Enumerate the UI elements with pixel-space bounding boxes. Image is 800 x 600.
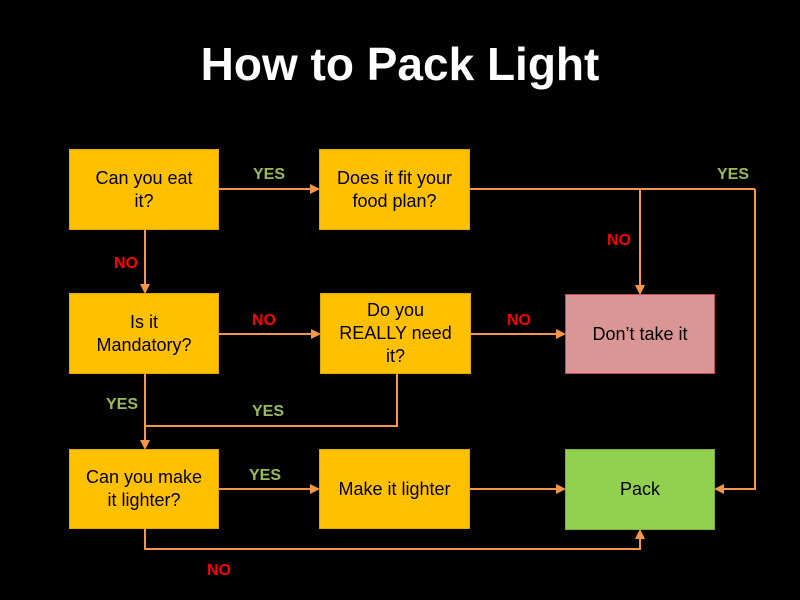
node-mandatory: Is it Mandatory? [69, 293, 219, 374]
connector-fit-plan-to-pack [714, 189, 756, 494]
edge-label-mandatory-no: NO [252, 312, 276, 329]
edge-label-fit-plan-yes: YES [717, 166, 750, 183]
connector-really-need-to-make-lighter-q [145, 374, 398, 427]
node-make-lighter: Make it lighter [319, 449, 470, 529]
node-dont-take-label: Don’t take it [592, 323, 688, 344]
diagram-title: How to Pack Light [200, 38, 600, 90]
node-can-eat: Can you eat it? [69, 149, 219, 230]
edge-label-can-eat-yes: YES [253, 166, 286, 183]
edge-label-can-eat-no: NO [114, 255, 138, 272]
node-make-lighter-label: Make it lighter [338, 478, 451, 499]
node-pack-label: Pack [619, 479, 661, 499]
edge-label-really-need-no: NO [507, 312, 531, 329]
node-pack: Pack [565, 449, 715, 530]
edge-label-fit-plan-no: NO [607, 232, 631, 249]
node-can-eat-label: Can you eat it? [95, 167, 193, 211]
node-really-need: Do you REALLY need it? [320, 293, 471, 374]
node-fit-food-plan-label: Does it fit your food plan? [336, 167, 453, 211]
node-fit-food-plan: Does it fit your food plan? [319, 149, 470, 230]
edge-label-mandatory-yes: YES [106, 396, 139, 413]
edge-label-make-lighter-no: NO [207, 562, 231, 579]
node-dont-take: Don’t take it [565, 294, 715, 374]
node-really-need-label: Do you REALLY need it? [339, 300, 452, 366]
edge-label-make-lighter-yes: YES [249, 467, 282, 484]
node-make-lighter-question-label: Can you make it lighter? [85, 467, 203, 510]
edge-label-really-need-yes: YES [252, 403, 285, 420]
connector-make-lighter-q-to-pack [144, 529, 645, 550]
node-make-lighter-question: Can you make it lighter? [69, 449, 219, 529]
node-mandatory-label: Is it Mandatory? [96, 311, 192, 355]
